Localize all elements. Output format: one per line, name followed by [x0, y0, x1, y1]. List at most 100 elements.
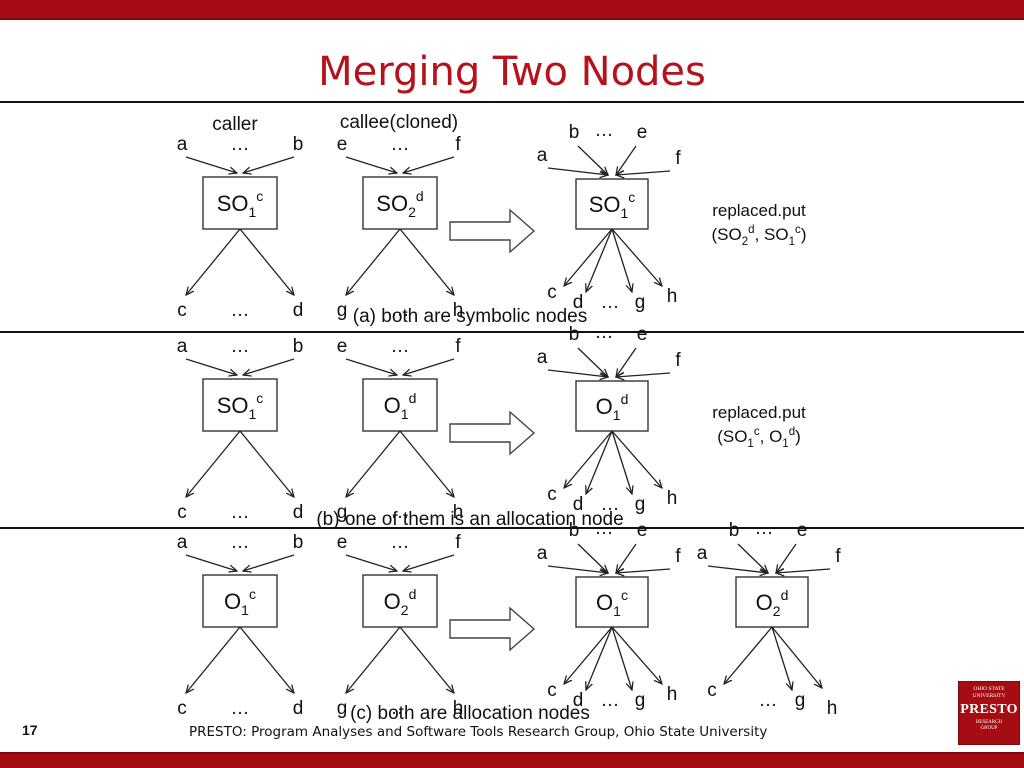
node-label: O1c — [596, 587, 628, 619]
in-edge-label: e — [637, 520, 648, 541]
replaced-put-args: (SO1c, O1d) — [717, 426, 801, 450]
in-edge-label: e — [637, 324, 648, 345]
in-edge-arrow — [616, 347, 637, 377]
in-edge-label: a — [177, 532, 188, 553]
node-label: SO2d — [376, 188, 423, 220]
callee-label: callee(cloned) — [340, 112, 458, 133]
node-label: SO1c — [217, 188, 264, 220]
in-edge-arrow — [185, 156, 237, 173]
out-edge-arrow — [611, 228, 632, 292]
caller-label: caller — [212, 114, 258, 135]
in-edge-arrow — [547, 565, 608, 573]
in-edge-arrow — [737, 543, 768, 573]
out-edge-arrow — [564, 626, 613, 684]
ellipsis-label: … — [391, 336, 410, 357]
ellipsis-label: … — [231, 502, 250, 523]
out-edge-arrow — [564, 228, 613, 286]
in-edge-label: e — [337, 134, 348, 155]
out-edge-arrow — [611, 430, 662, 488]
out-edge-arrow — [564, 430, 613, 488]
node-label: O1c — [224, 586, 256, 618]
out-edge-arrow — [586, 626, 613, 690]
in-edge-arrow — [776, 543, 797, 573]
in-edge-arrow — [345, 358, 397, 375]
out-edge-arrow — [346, 626, 401, 693]
graph-node-box — [202, 574, 278, 628]
in-edge-label: f — [455, 336, 461, 357]
in-edge-arrow — [616, 171, 671, 175]
ellipsis-label: … — [595, 518, 614, 539]
node-label: O1d — [596, 391, 629, 423]
graph-node-box — [575, 178, 649, 230]
out-edge-label: g — [635, 690, 646, 711]
out-edge-arrow — [611, 626, 662, 684]
node-label: O2d — [756, 587, 789, 619]
in-edge-label: f — [675, 546, 681, 567]
in-edge-label: f — [455, 532, 461, 553]
in-edge-label: b — [293, 532, 304, 553]
graph-node-box — [575, 380, 649, 432]
in-edge-label: a — [177, 134, 188, 155]
ellipsis-label: … — [601, 494, 620, 515]
out-edge-arrow — [346, 228, 401, 295]
in-edge-label: a — [537, 347, 548, 368]
merge-arrow — [449, 208, 536, 254]
in-edge-arrow — [616, 569, 671, 573]
logo-name: PRESTO — [960, 702, 1018, 717]
out-edge-label: g — [337, 698, 348, 719]
out-edge-label: d — [293, 502, 304, 523]
out-edge-label: h — [667, 286, 678, 307]
in-edge-label: a — [177, 336, 188, 357]
row-caption: (c) both are allocation nodes — [350, 703, 590, 724]
in-edge-label: e — [797, 520, 808, 541]
out-edge-label: h — [453, 300, 464, 321]
out-edge-arrow — [771, 626, 822, 688]
out-edge-label: h — [827, 698, 838, 719]
in-edge-label: b — [569, 520, 580, 541]
ellipsis-label: … — [231, 134, 250, 155]
out-edge-arrow — [186, 626, 241, 693]
graph-node-box — [735, 576, 809, 628]
in-edge-label: f — [835, 546, 841, 567]
out-edge-arrow — [399, 626, 454, 693]
out-edge-arrow — [239, 626, 294, 693]
ellipsis-label: … — [231, 336, 250, 357]
in-edge-arrow — [345, 156, 397, 173]
section-divider — [0, 331, 1024, 333]
ellipsis-label: … — [391, 532, 410, 553]
ellipsis-label: … — [391, 300, 410, 321]
out-edge-label: c — [177, 502, 187, 523]
in-edge-label: a — [537, 543, 548, 564]
out-edge-label: h — [667, 488, 678, 509]
ellipsis-label: … — [759, 690, 778, 711]
in-edge-arrow — [616, 543, 637, 573]
in-edge-arrow — [243, 156, 295, 173]
out-edge-label: d — [573, 690, 584, 711]
out-edge-label: d — [293, 300, 304, 321]
replaced-put-args: (SO2d, SO1c) — [712, 224, 807, 248]
in-edge-arrow — [577, 347, 608, 377]
in-edge-label: a — [537, 145, 548, 166]
out-edge-label: c — [177, 698, 187, 719]
node-label: SO1c — [217, 390, 264, 422]
ellipsis-label: … — [755, 518, 774, 539]
bottom-accent-bar — [0, 752, 1024, 768]
out-edge-label: c — [547, 484, 557, 505]
section-divider — [0, 101, 1024, 103]
in-edge-arrow — [616, 373, 671, 377]
out-edge-arrow — [186, 228, 241, 295]
out-edge-label: c — [177, 300, 187, 321]
node-label: O2d — [384, 586, 417, 618]
ellipsis-label: … — [391, 502, 410, 523]
ellipsis-label: … — [391, 698, 410, 719]
ellipsis-label: … — [231, 300, 250, 321]
row-caption: (a) both are symbolic nodes — [353, 306, 587, 327]
out-edge-label: g — [635, 494, 646, 515]
out-edge-arrow — [586, 228, 613, 292]
ellipsis-label: … — [391, 134, 410, 155]
out-edge-arrow — [771, 626, 792, 690]
ellipsis-label: … — [595, 322, 614, 343]
